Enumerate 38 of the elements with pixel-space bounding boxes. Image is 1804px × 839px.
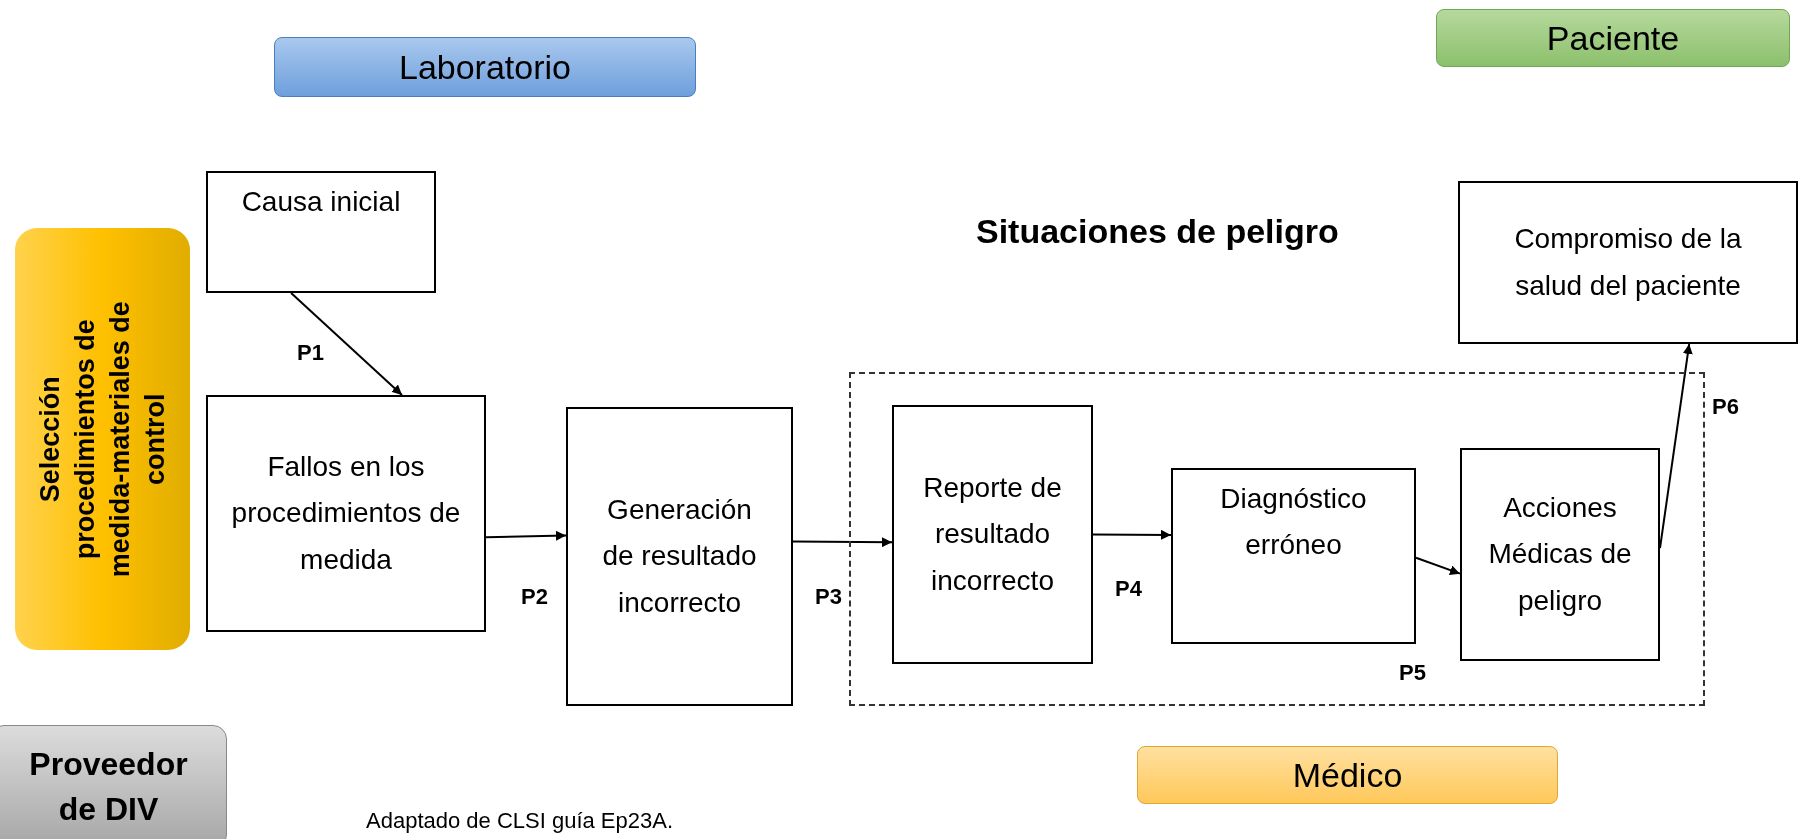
dashed-group-box bbox=[849, 372, 1705, 706]
box-text: Generación de resultado incorrecto bbox=[601, 493, 758, 620]
header-banner bbox=[1137, 746, 1558, 804]
header-banner bbox=[274, 37, 696, 97]
process-box bbox=[892, 405, 1093, 664]
header-banner bbox=[1436, 9, 1790, 67]
process-box bbox=[206, 171, 436, 293]
section-heading: Situaciones de peligro bbox=[976, 212, 1339, 251]
arrow bbox=[1415, 556, 1461, 575]
step-label: P3 bbox=[815, 584, 842, 610]
box-text: Diagnóstico erróneo bbox=[1219, 482, 1368, 563]
source-caption: Adaptado de CLSI guía Ep23A. bbox=[366, 808, 673, 834]
arrow bbox=[290, 292, 403, 396]
banner-text: Paciente bbox=[1545, 18, 1681, 58]
arrow bbox=[485, 530, 567, 541]
process-box bbox=[1171, 468, 1416, 644]
process-box bbox=[566, 407, 793, 706]
process-box bbox=[1458, 181, 1798, 344]
step-label: P5 bbox=[1399, 660, 1426, 686]
banner-text: Laboratorio bbox=[398, 47, 572, 87]
box-text: Compromiso de la salud del paciente bbox=[1513, 222, 1743, 303]
arrow bbox=[1092, 529, 1172, 540]
side-banner bbox=[0, 725, 227, 839]
process-box bbox=[1460, 448, 1660, 661]
side-banner bbox=[15, 228, 190, 650]
step-label: P6 bbox=[1712, 394, 1739, 420]
box-text: Acciones Médicas de peligro bbox=[1487, 491, 1633, 618]
step-label: P2 bbox=[521, 584, 548, 610]
banner-text: Proveedor de DIV bbox=[28, 745, 189, 829]
box-text: Causa inicial bbox=[240, 185, 402, 219]
step-label: P1 bbox=[297, 340, 324, 366]
step-label: P4 bbox=[1115, 576, 1142, 602]
banner-text: Médico bbox=[1291, 755, 1404, 795]
banner-text: Selección procedimientos de medida-materiales de control bbox=[33, 299, 171, 580]
process-box bbox=[206, 395, 486, 632]
box-text: Reporte de resultado incorrecto bbox=[922, 471, 1063, 598]
box-text: Fallos en los procedimientos de medida bbox=[230, 450, 462, 577]
arrow bbox=[792, 537, 893, 548]
